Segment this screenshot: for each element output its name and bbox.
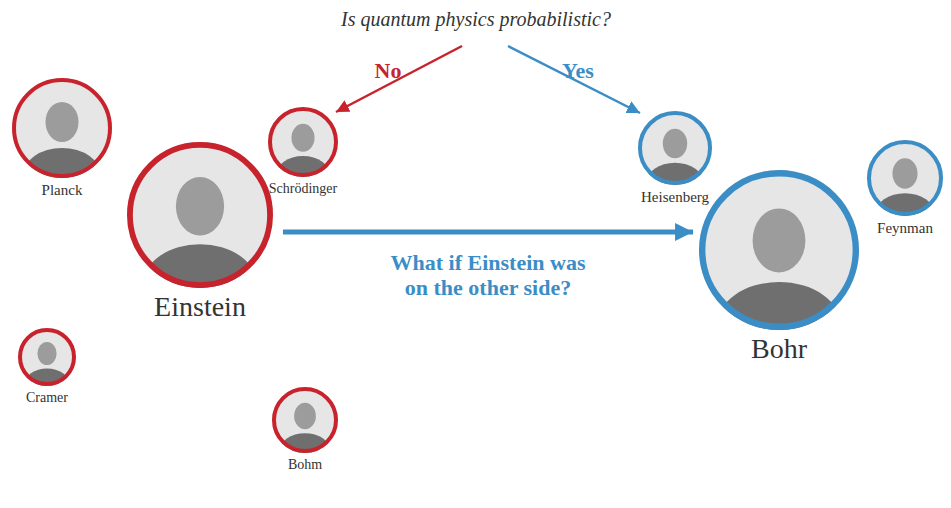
person-name: Schrödinger [269, 181, 337, 196]
arrow-question: What if Einstein was on the other side? [385, 250, 591, 301]
portrait-circle [268, 107, 338, 177]
person-name: Bohm [288, 457, 322, 472]
branch-answer: No [375, 58, 402, 84]
portrait-circle [638, 111, 712, 185]
person-name: Feynman [877, 220, 933, 237]
portrait-circle [18, 328, 76, 386]
person-name: Einstein [154, 292, 246, 323]
portrait-node: Bohr [699, 170, 859, 330]
person-name: Cramer [26, 390, 68, 405]
portrait-node: Cramer [18, 328, 76, 386]
person-name: Bohr [751, 334, 807, 365]
person-name: Planck [42, 182, 83, 199]
portrait-node: Heisenberg [638, 111, 712, 185]
no-branch-arrow [336, 46, 462, 112]
person-name: Heisenberg [641, 189, 709, 206]
portrait-node: Einstein [127, 142, 273, 288]
portrait-node: Bohm [272, 387, 338, 453]
branch-answer: Yes [562, 58, 594, 84]
yes-branch-arrow [508, 46, 640, 113]
portrait-circle [127, 142, 273, 288]
question-title: Is quantum physics probabilistic? [341, 8, 611, 31]
portrait-node: Feynman [867, 140, 943, 216]
comparison-arrow [283, 230, 693, 235]
portrait-circle [272, 387, 338, 453]
portrait-circle [867, 140, 943, 216]
portrait-node: Schrödinger [268, 107, 338, 177]
portrait-node: Planck [12, 78, 112, 178]
portrait-circle [12, 78, 112, 178]
portrait-circle [699, 170, 859, 330]
